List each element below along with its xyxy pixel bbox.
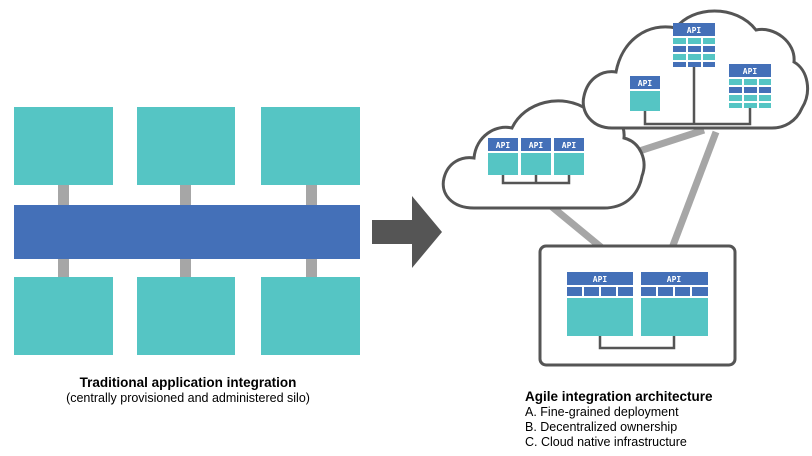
api-connector-bracket: [501, 175, 571, 185]
api-header-box-left: [567, 272, 633, 285]
api-body-small: [630, 91, 660, 111]
left-caption-subtitle: (centrally provisioned and administered …: [66, 391, 310, 405]
api-header-right: [729, 64, 771, 77]
api-label: API: [562, 141, 577, 150]
right-caption-item-b: B. Decentralized ownership: [525, 420, 678, 434]
connector-bottom-2: [180, 258, 191, 278]
connector-top-2: [180, 184, 191, 206]
application-box-top-2: [137, 107, 235, 185]
on-premise-api-group: API API: [567, 272, 708, 350]
api-connector-bracket: [643, 67, 752, 126]
api-header-tall: [673, 23, 715, 36]
application-box-bottom-2: [137, 277, 235, 355]
application-box-bottom-3: [261, 277, 360, 355]
api-connector-bracket: [598, 336, 676, 350]
left-caption-title: Traditional application integration: [79, 375, 297, 390]
api-label: API: [638, 79, 653, 88]
right-caption: Agile integration architecture A. Fine-g…: [525, 389, 805, 450]
connector-bottom-1: [58, 258, 69, 278]
right-caption-item-a: A. Fine-grained deployment: [525, 405, 679, 419]
application-box-bottom-1: [14, 277, 113, 355]
api-body-3: [554, 153, 584, 175]
api-body-1: [488, 153, 518, 175]
api-body-box-left: [567, 298, 633, 336]
api-body-2: [521, 153, 551, 175]
api-label: API: [496, 141, 511, 150]
connector-bottom-3: [306, 258, 317, 278]
api-header-2: [521, 138, 551, 151]
left-caption: Traditional application integration (cen…: [18, 375, 358, 406]
api-label: API: [529, 141, 544, 150]
traditional-integration-diagram: [14, 107, 360, 355]
api-header-1: [488, 138, 518, 151]
left-cloud-api-group: API API API: [488, 138, 584, 185]
connector-top-1: [58, 184, 69, 206]
connector-top-3: [306, 184, 317, 206]
right-cloud-api-group: API API API: [630, 23, 771, 126]
right-caption-title: Agile integration architecture: [525, 389, 713, 404]
right-caption-item-c: C. Cloud native infrastructure: [525, 435, 687, 449]
application-box-top-1: [14, 107, 113, 185]
transition-arrow-icon: [372, 196, 442, 268]
api-label: API: [593, 275, 608, 284]
application-box-top-3: [261, 107, 360, 185]
cloud-to-box-link-right: [668, 130, 720, 250]
integration-bus: [14, 205, 360, 259]
api-body-box-right: [641, 298, 708, 336]
api-header-box-right: [641, 272, 708, 285]
api-header-3: [554, 138, 584, 151]
api-label: API: [743, 67, 758, 76]
api-label: API: [687, 26, 702, 35]
agile-integration-diagram: API API API API API: [441, 9, 810, 367]
api-label: API: [667, 275, 682, 284]
api-header-small: [630, 76, 660, 89]
